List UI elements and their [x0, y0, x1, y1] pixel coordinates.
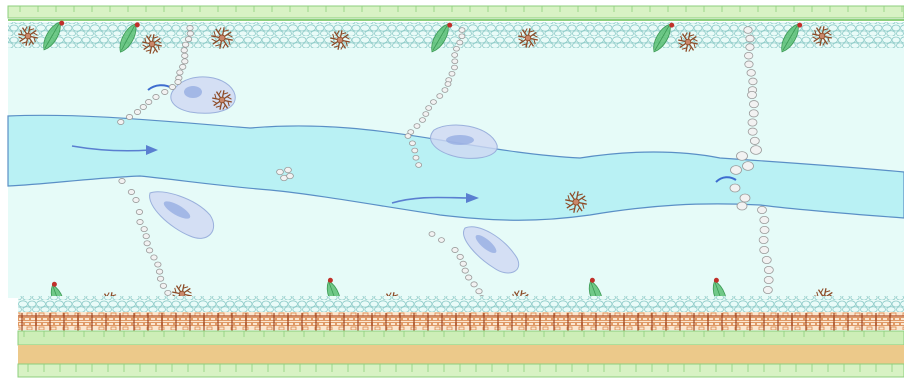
basement-membrane-band: [18, 312, 904, 330]
bottom-cell-wall: [18, 296, 904, 312]
bottom-outer-bands: [18, 331, 904, 377]
top-outer-band: [8, 6, 904, 20]
top-cell-wall: [8, 22, 904, 48]
